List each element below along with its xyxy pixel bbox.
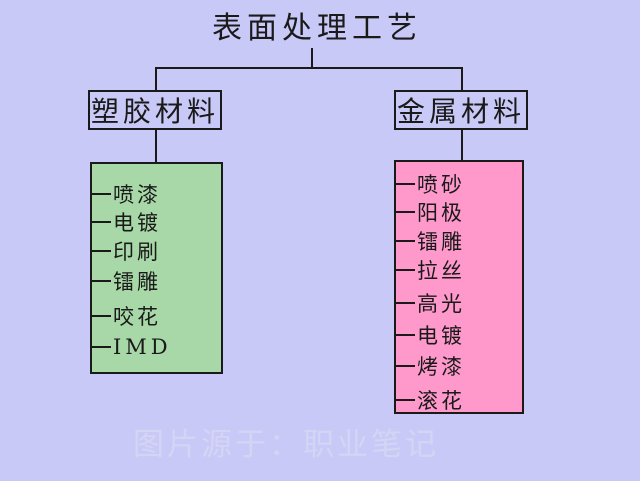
connector-metal-list [461,130,463,161]
list-dash [91,346,111,348]
list-item: 咬花 [91,301,161,331]
list-item: 拉丝 [395,255,465,285]
connector-left-drop [155,67,157,90]
list-item: IMD [91,335,172,359]
list-item: 高光 [395,288,465,318]
list-item: 喷砂 [395,169,465,199]
list-dash [91,221,111,223]
connector-plastic-list [155,130,157,163]
list-item: 滚花 [395,385,465,415]
list-dash [91,193,111,195]
list-dash [395,183,415,185]
list-item: 镭雕 [395,226,465,256]
list-dash [395,365,415,367]
list-item: 烤漆 [395,351,465,381]
metal-process-list [394,160,524,414]
list-dash [395,269,415,271]
list-dash [395,334,415,336]
list-item: 印刷 [91,236,161,266]
list-item: 电镀 [395,320,465,350]
connector-right-drop [461,67,463,90]
list-item: 阳极 [395,197,465,227]
list-dash [91,315,111,317]
connector-root-vertical [311,48,313,68]
category-label-plastic: 塑胶材料 [90,95,219,128]
category-box-metal: 金属材料 [394,90,528,130]
list-dash [91,250,111,252]
list-dash [395,211,415,213]
connector-horizontal [155,67,463,69]
watermark-text: 图片源于：职业笔记 [133,427,439,463]
category-box-plastic: 塑胶材料 [88,90,222,130]
diagram-title: 表面处理工艺 [212,11,422,46]
list-item: 镭雕 [91,266,161,296]
list-dash [91,280,111,282]
plastic-process-list [90,162,223,374]
category-label-metal: 金属材料 [396,95,525,128]
list-dash [395,240,415,242]
list-dash [395,399,415,401]
list-dash [395,302,415,304]
list-item: 喷漆 [91,179,161,209]
list-item: 电镀 [91,207,161,237]
